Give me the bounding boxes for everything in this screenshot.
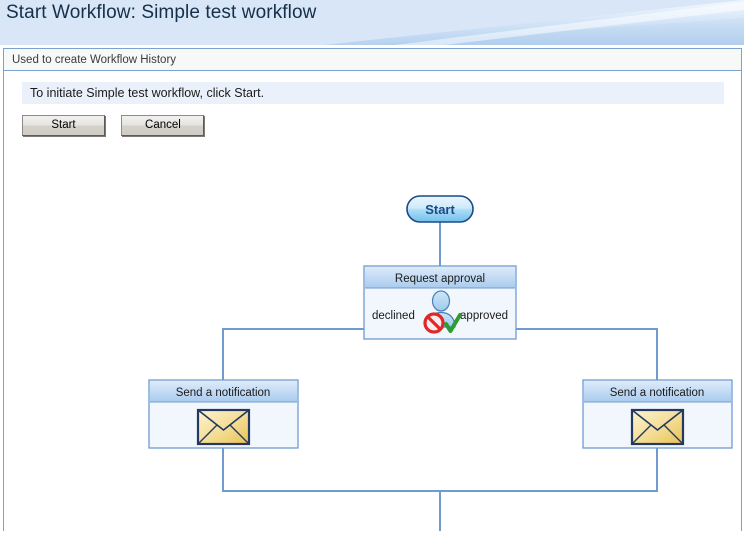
user-approval-icon [423,290,462,334]
envelope-icon [196,408,251,446]
workflow-diagram: Start Request approval declined approved [4,149,741,531]
connector-declined-branch [222,328,364,380]
approval-declined-label: declined [372,310,415,322]
header-swoosh-decoration [324,0,744,45]
instruction-text: To initiate Simple test workflow, click … [22,82,724,104]
content-panel: Used to create Workflow History To initi… [3,48,742,531]
envelope-icon [630,408,685,446]
connector-right-to-merge [440,448,658,492]
approval-node-title: Request approval [395,273,485,285]
connector-lines [222,222,658,531]
approval-approved-label: approved [460,310,508,322]
workflow-diagram-svg: Start Request approval declined approved [148,195,733,531]
start-button[interactable]: Start [22,115,105,136]
page-title: Start Workflow: Simple test workflow [6,2,317,23]
node-notification-left[interactable]: Send a notification [148,379,299,449]
node-request-approval[interactable]: Request approval declined approved [363,265,517,340]
button-row: Start Cancel [22,115,216,136]
start-node-label: Start [425,202,455,217]
page-header: Start Workflow: Simple test workflow [0,0,744,45]
notification-right-header [584,381,731,402]
start-node-shape [406,195,474,223]
notification-left-header [150,381,297,402]
connector-approved-branch [516,328,658,380]
notification-left-title: Send a notification [176,387,271,399]
connector-left-to-merge [222,448,440,492]
workflow-description: Used to create Workflow History [4,49,741,71]
notification-right-title: Send a notification [610,387,705,399]
approval-node-header [365,267,515,288]
node-notification-right[interactable]: Send a notification [582,379,733,449]
node-start[interactable]: Start [406,195,474,223]
cancel-button[interactable]: Cancel [121,115,205,136]
